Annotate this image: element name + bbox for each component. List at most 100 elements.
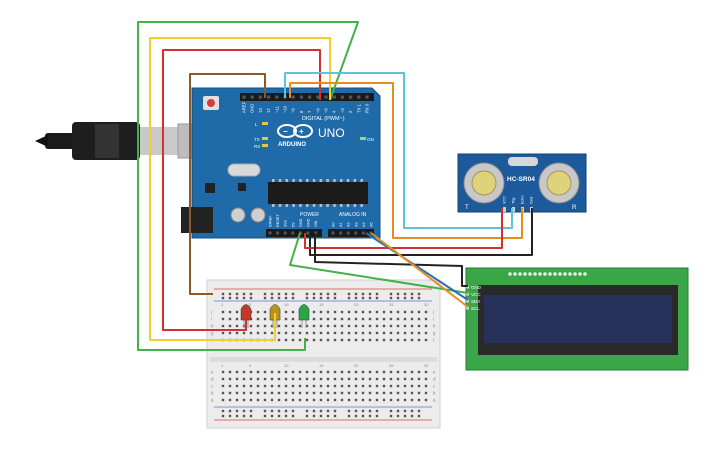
terminal-hole bbox=[340, 370, 344, 374]
digital-pin-hole[interactable] bbox=[299, 95, 303, 99]
terminal-hole bbox=[361, 384, 365, 388]
terminal-hole bbox=[403, 310, 407, 314]
sensor-pin-label: Gnd bbox=[530, 197, 534, 204]
terminal-hole bbox=[361, 391, 365, 395]
terminal-hole bbox=[298, 370, 302, 374]
terminal-hole bbox=[312, 391, 316, 395]
sensor-pin[interactable] bbox=[512, 207, 515, 212]
digital-pin-hole[interactable] bbox=[365, 95, 369, 99]
led-green[interactable] bbox=[298, 304, 310, 321]
rail-hole bbox=[417, 296, 421, 300]
analog-pin-hole[interactable] bbox=[331, 231, 335, 235]
lcd-top-hole bbox=[558, 272, 562, 276]
terminal-hole bbox=[354, 310, 358, 314]
terminal-hole bbox=[256, 384, 260, 388]
wire-red-sensor-vcc bbox=[304, 208, 503, 249]
terminal-hole bbox=[270, 398, 274, 402]
terminal-hole bbox=[235, 317, 239, 321]
rail-hole bbox=[389, 296, 393, 300]
terminal-hole bbox=[277, 391, 281, 395]
row-letter: j bbox=[432, 310, 434, 315]
analog-pin-hole[interactable] bbox=[346, 231, 350, 235]
analog-pin-hole[interactable] bbox=[354, 231, 358, 235]
terminal-hole bbox=[368, 331, 372, 335]
terminal-hole bbox=[410, 391, 414, 395]
digital-pin-hole[interactable] bbox=[332, 95, 336, 99]
led-yellow[interactable] bbox=[269, 304, 281, 321]
terminal-hole bbox=[396, 398, 400, 402]
terminal-hole bbox=[340, 338, 344, 342]
digital-pin-hole[interactable] bbox=[250, 95, 254, 99]
digital-pin-hole[interactable] bbox=[258, 95, 262, 99]
analog-pin-hole[interactable] bbox=[361, 231, 365, 235]
terminal-hole bbox=[305, 324, 309, 328]
sensor-pin[interactable] bbox=[503, 207, 506, 212]
power-pin-hole[interactable] bbox=[283, 231, 287, 235]
rail-hole bbox=[284, 296, 288, 300]
row-letter: a bbox=[433, 398, 436, 403]
terminal-hole bbox=[396, 310, 400, 314]
reset-button-cap[interactable] bbox=[207, 99, 215, 107]
power-pin-hole[interactable] bbox=[276, 231, 280, 235]
terminal-hole bbox=[417, 391, 421, 395]
digital-pin-hole[interactable] bbox=[357, 95, 361, 99]
lcd-pin[interactable] bbox=[466, 306, 469, 310]
digital-pin-hole[interactable] bbox=[316, 95, 320, 99]
digital-pin-hole[interactable] bbox=[324, 95, 328, 99]
wire-brown-gnd bbox=[189, 73, 266, 295]
chip-leg bbox=[272, 204, 275, 207]
digital-pin-hole[interactable] bbox=[275, 95, 279, 99]
digital-pin-label: ~5 bbox=[324, 108, 329, 113]
small-chip bbox=[238, 183, 246, 191]
atmega-chip bbox=[268, 182, 368, 204]
wire-green-lcd-vcc bbox=[289, 232, 469, 294]
power-pin-hole[interactable] bbox=[306, 231, 310, 235]
terminal-hole bbox=[375, 370, 379, 374]
row-letter: a bbox=[211, 398, 214, 403]
terminal-hole bbox=[256, 317, 260, 321]
col-number: 5 bbox=[249, 302, 252, 307]
terminal-hole bbox=[228, 391, 232, 395]
terminal-hole bbox=[277, 370, 281, 374]
power-pin-hole[interactable] bbox=[268, 231, 272, 235]
terminal-hole bbox=[354, 370, 358, 374]
terminal-hole bbox=[340, 398, 344, 402]
sensor-crystal bbox=[508, 157, 538, 166]
rail-hole bbox=[221, 409, 225, 413]
digital-pin-hole[interactable] bbox=[291, 95, 295, 99]
usb-plug-metal bbox=[140, 127, 178, 155]
rail-hole bbox=[263, 414, 267, 418]
rail-hole bbox=[396, 409, 400, 413]
terminal-hole bbox=[312, 384, 316, 388]
rail-hole bbox=[326, 296, 330, 300]
terminal-hole bbox=[424, 324, 428, 328]
led-red[interactable] bbox=[240, 304, 252, 321]
terminal-hole bbox=[368, 338, 372, 342]
lcd-pin[interactable] bbox=[466, 299, 469, 303]
terminal-hole bbox=[333, 398, 337, 402]
rail-hole bbox=[403, 414, 407, 418]
rail-hole bbox=[228, 292, 232, 296]
terminal-hole bbox=[221, 377, 225, 381]
rail-hole bbox=[221, 296, 225, 300]
digital-pin-hole[interactable] bbox=[349, 95, 353, 99]
lcd-pin[interactable] bbox=[466, 292, 469, 296]
power-pin-hole[interactable] bbox=[298, 231, 302, 235]
analog-pin-label: A2 bbox=[347, 222, 351, 227]
chip-leg bbox=[319, 204, 323, 207]
terminal-hole bbox=[291, 377, 295, 381]
terminal-hole bbox=[417, 398, 421, 402]
terminal-hole bbox=[298, 324, 302, 328]
rail-hole bbox=[221, 414, 225, 418]
digital-pin-hole[interactable] bbox=[340, 95, 344, 99]
digital-pin-hole[interactable] bbox=[242, 95, 246, 99]
digital-pin-hole[interactable] bbox=[267, 95, 271, 99]
terminal-hole bbox=[389, 331, 393, 335]
power-pin-hole[interactable] bbox=[291, 231, 295, 235]
col-number: 20 bbox=[354, 302, 359, 307]
analog-pin-hole[interactable] bbox=[339, 231, 343, 235]
terminal-hole bbox=[375, 398, 379, 402]
digital-pin-hole[interactable] bbox=[308, 95, 312, 99]
terminal-hole bbox=[319, 338, 323, 342]
terminal-hole bbox=[263, 310, 267, 314]
